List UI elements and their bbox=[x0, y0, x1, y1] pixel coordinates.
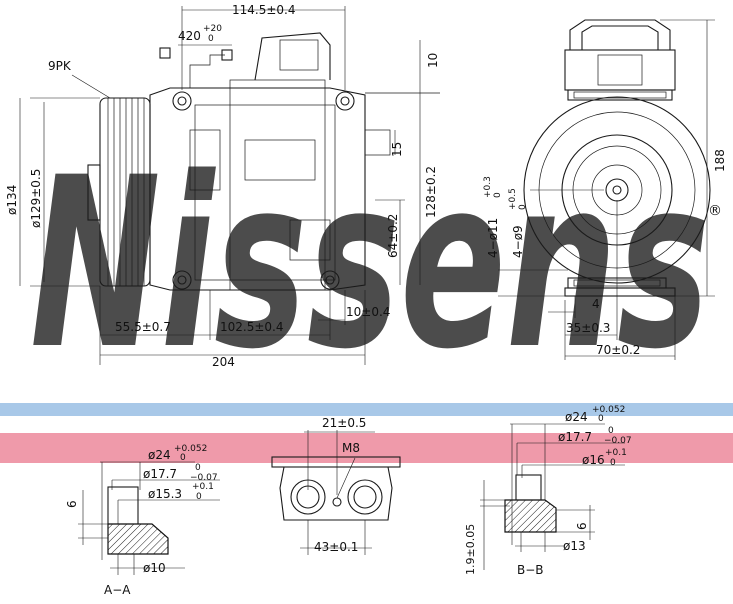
compressor-side-view: 114.5±0.4 420 +20 0 9PK ø134 ø129±0.5 20… bbox=[5, 3, 440, 369]
aa-d10: ø10 bbox=[143, 561, 166, 575]
aa-d24: ø24 bbox=[148, 448, 171, 462]
aa-d24-tol: +0.052 bbox=[174, 444, 207, 454]
dim-top-10: 10 bbox=[426, 53, 440, 68]
mount-hole bbox=[335, 91, 355, 111]
aa-dim6: 6 bbox=[65, 500, 79, 508]
dim-front-height: 188 bbox=[713, 149, 727, 172]
aa-d153-tol: +0.1 bbox=[192, 482, 214, 492]
dim-overall-length: 204 bbox=[212, 355, 235, 369]
dim-hole-11-tol: +0.3 bbox=[483, 176, 493, 198]
bb-dim6: 6 bbox=[575, 522, 589, 530]
mid-thread: M8 bbox=[342, 441, 360, 455]
section-b-hatch bbox=[504, 499, 557, 533]
bb-d24: ø24 bbox=[565, 410, 588, 424]
dim-hole-11: 4−ø11 bbox=[486, 218, 500, 258]
connector-wire bbox=[189, 54, 225, 88]
brand-watermark: Nissens bbox=[30, 128, 710, 401]
dim-port-15: 15 bbox=[390, 142, 404, 157]
mid-d21: 21±0.5 bbox=[322, 416, 366, 430]
dim-offset-10: 10±0.4 bbox=[346, 305, 390, 319]
bb-dim19: 1.9±0.05 bbox=[464, 524, 477, 575]
dim-hole-11-tol2: 0 bbox=[493, 192, 503, 198]
aa-d153: ø15.3 bbox=[148, 487, 182, 501]
dimension-lines bbox=[19, 6, 421, 365]
bb-d16-tol: +0.1 bbox=[605, 448, 627, 458]
aa-d24-tol2: 0 bbox=[180, 453, 186, 463]
dim-height-128: 128±0.2 bbox=[424, 166, 438, 218]
aa-d177-tol2: −0.07 bbox=[190, 473, 218, 483]
compressor-front-view: 188 4−ø11 +0.3 0 4−ø9 +0.5 0 4 35±0.3 70… bbox=[483, 19, 727, 360]
compressor-body bbox=[149, 87, 366, 291]
dim-height-64: 64±0.2 bbox=[386, 214, 400, 258]
aa-d177-tol: 0 bbox=[195, 463, 201, 473]
bb-label: B−B bbox=[517, 563, 544, 577]
bb-d16: ø16 bbox=[582, 453, 605, 467]
registered-mark: ® bbox=[708, 203, 722, 219]
aa-label: A−A bbox=[104, 583, 131, 597]
port-hole-right bbox=[347, 479, 383, 515]
aa-d177: ø17.7 bbox=[143, 467, 177, 481]
mount-hole bbox=[172, 270, 192, 290]
dim-hole-9-tol2: 0 bbox=[518, 204, 528, 210]
detail-a-a: ø24 +0.052 0 ø17.7 0 −0.07 ø15.3 +0.1 0 … bbox=[65, 444, 220, 597]
mount-hole bbox=[172, 91, 192, 111]
dim-dia-outer: ø134 bbox=[5, 185, 19, 215]
pulley-grooves bbox=[107, 98, 145, 286]
blue-band bbox=[0, 403, 733, 416]
detail-port-block: 21±0.5 M8 43±0.1 bbox=[271, 416, 401, 555]
dim-hole-9: 4−ø9 bbox=[511, 225, 525, 258]
dim-front-35: 35±0.3 bbox=[566, 321, 610, 335]
dim-connector-tol2: 0 bbox=[208, 34, 214, 44]
dim-front-4: 4 bbox=[592, 297, 600, 311]
label-pulley-type: 9PK bbox=[48, 59, 72, 73]
thread-hole bbox=[332, 497, 342, 507]
aa-d153-tol2: 0 bbox=[196, 492, 202, 502]
bb-d177: ø17.7 bbox=[558, 430, 592, 444]
bb-d16-tol2: 0 bbox=[610, 458, 616, 468]
dim-hole-9-tol: +0.5 bbox=[508, 188, 518, 210]
bb-d177-tol: 0 bbox=[608, 426, 614, 436]
dim-overall-top: 114.5±0.4 bbox=[232, 3, 296, 17]
bb-d24-tol2: 0 bbox=[598, 414, 604, 424]
bb-d177-tol2: −0.07 bbox=[604, 436, 632, 446]
bb-d24-tol: +0.052 bbox=[592, 405, 625, 415]
section-a-hatch bbox=[107, 523, 169, 555]
red-band bbox=[0, 433, 733, 463]
port-block bbox=[279, 466, 393, 521]
dim-dia-pulley: ø129±0.5 bbox=[29, 169, 43, 228]
dim-connector-tol: +20 bbox=[203, 24, 222, 34]
mid-d43: 43±0.1 bbox=[314, 540, 358, 554]
dim-connector-wire: 420 bbox=[178, 29, 201, 43]
front-dimension-lines bbox=[498, 19, 715, 360]
dim-mount-spacing: 102.5±0.4 bbox=[220, 320, 284, 334]
dim-pulley-to-mount: 55.5±0.7 bbox=[115, 320, 171, 334]
mount-hole bbox=[320, 270, 340, 290]
bb-d13: ø13 bbox=[563, 539, 586, 553]
connector bbox=[221, 49, 233, 61]
detail-b-b: ø24 +0.052 0 ø17.7 0 −0.07 ø16 +0.1 0 ø1… bbox=[464, 405, 632, 577]
dim-front-70: 70±0.2 bbox=[596, 343, 640, 357]
